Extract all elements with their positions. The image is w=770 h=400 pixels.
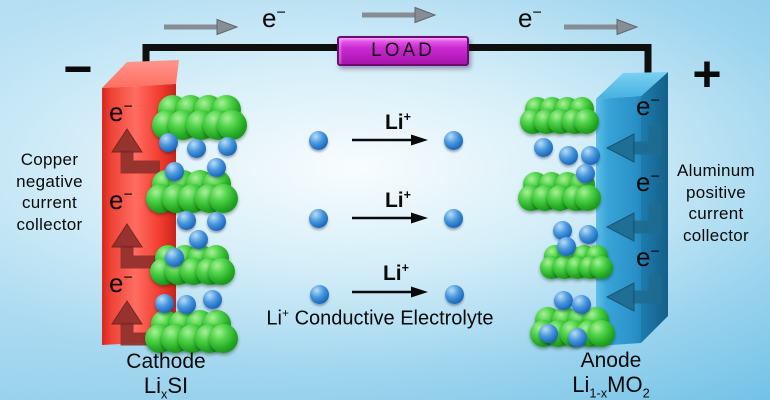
- active-material-cluster: [146, 170, 238, 216]
- cathode-electron-arrow: [111, 128, 160, 174]
- li-ion-dot: [177, 211, 196, 230]
- li-ion-dot: [444, 131, 463, 150]
- load-box: LOAD: [337, 36, 469, 66]
- green-sphere: [575, 185, 601, 211]
- li-ion-dot: [155, 294, 174, 313]
- li-ion-dot: [554, 291, 573, 310]
- anode-electron-arrow: [605, 275, 662, 312]
- cathode-formula: LixSI: [143, 373, 189, 400]
- li-ion-dot: [534, 138, 553, 157]
- caption-line: current: [688, 204, 744, 223]
- anode-formula: Li1-xMO2: [572, 372, 650, 400]
- lithium-ion-label: Li+: [384, 188, 412, 212]
- li-ion-dot: [568, 328, 587, 347]
- li-ion-dot: [177, 295, 196, 314]
- positive-terminal-sign: +: [692, 46, 722, 102]
- electron-flow-arrow: [564, 18, 639, 36]
- caption-line: Copper: [20, 150, 79, 169]
- li-ion-dot: [207, 212, 226, 231]
- li-ion-dot: [218, 137, 237, 156]
- active-material-cluster: [540, 245, 614, 291]
- anode-name: Anode: [580, 349, 642, 372]
- li-ion-dot: [579, 225, 598, 244]
- electron-label: e−: [262, 3, 286, 33]
- electron-label: e−: [518, 3, 542, 33]
- load-label: LOAD: [371, 40, 435, 61]
- green-sphere: [574, 109, 599, 134]
- li-ion-dot: [572, 295, 591, 314]
- cathode-name: Cathode: [126, 350, 206, 373]
- li-ion-dot: [310, 285, 329, 304]
- electron-label: e−: [636, 242, 660, 272]
- electrolyte-label: Li+ Conductive Electrolyte: [266, 306, 494, 330]
- active-material-cluster: [145, 310, 239, 356]
- li-ion-dot: [189, 230, 208, 249]
- active-material-cluster: [150, 245, 236, 291]
- li-ion-dot: [187, 139, 206, 158]
- electron-label: e−: [109, 97, 133, 127]
- li-ion-dot: [203, 290, 222, 309]
- li-ion-dot: [559, 146, 578, 165]
- lithium-ion-label: Li+: [384, 110, 412, 134]
- lithium-ion-label: Li+: [382, 261, 410, 285]
- li-ion-dot: [576, 164, 595, 183]
- li-ion-flow-arrow: [352, 212, 428, 224]
- caption-line: negative: [16, 171, 83, 191]
- li-ion-flow-arrow: [352, 286, 428, 298]
- li-ion-dot: [159, 133, 178, 152]
- li-ion-dot: [539, 324, 558, 343]
- green-sphere: [209, 324, 238, 353]
- li-ion-dot: [309, 209, 328, 228]
- green-sphere: [588, 320, 615, 347]
- active-material-cluster: [520, 97, 600, 143]
- caption-line: Aluminum: [677, 161, 755, 180]
- caption-line: positive: [685, 182, 747, 202]
- anode-electron-arrow: [605, 205, 662, 242]
- cathode-electron-arrow: [111, 223, 160, 269]
- li-ion-dot: [207, 158, 226, 177]
- caption-line: collector: [682, 225, 749, 245]
- caption-line: current: [21, 193, 77, 212]
- li-ion-dot: [309, 131, 328, 150]
- electron-label: e−: [109, 185, 133, 215]
- aluminum-collector-caption: Aluminum positive current collector: [664, 160, 768, 246]
- active-material-cluster: [152, 95, 248, 141]
- electron-label: e−: [636, 91, 660, 121]
- electron-flow-arrow: [164, 18, 239, 36]
- caption-line: collector: [16, 214, 83, 234]
- electron-flow-arrow: [362, 6, 437, 24]
- li-ion-dot: [581, 146, 600, 165]
- li-ion-dot: [165, 162, 184, 181]
- green-sphere: [590, 256, 613, 279]
- li-ion-flow-arrow: [352, 134, 428, 146]
- green-sphere: [209, 184, 238, 213]
- electron-label: e−: [109, 268, 133, 298]
- green-sphere: [217, 110, 247, 140]
- green-sphere: [208, 258, 235, 285]
- anode-electron-arrow: [605, 126, 662, 163]
- li-ion-dot: [553, 221, 572, 240]
- negative-terminal-sign: −: [63, 41, 93, 97]
- li-ion-dot: [444, 209, 463, 228]
- li-ion-dot: [557, 237, 576, 256]
- copper-collector-caption: Copper negative current collector: [2, 149, 97, 235]
- li-ion-dot: [445, 285, 464, 304]
- li-ion-dot: [165, 248, 184, 267]
- electron-label: e−: [636, 167, 660, 197]
